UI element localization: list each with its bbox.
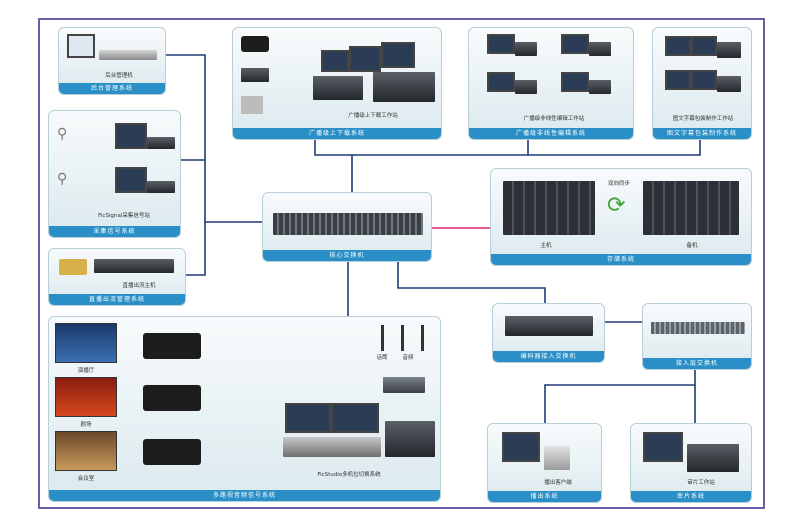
caption-bar: 审片系统 xyxy=(631,491,751,502)
broadcast-station-box: 广播级上下载工作站 广播级上下载系统 xyxy=(232,27,442,140)
room-label: 会议室 xyxy=(77,476,95,482)
player-icon xyxy=(241,96,263,114)
monitor-icon xyxy=(487,34,515,54)
monitor-icon xyxy=(502,432,540,462)
workstation-icon xyxy=(544,446,570,470)
switcher-console-icon xyxy=(283,437,381,457)
monitor-icon xyxy=(331,403,379,433)
camera-icon xyxy=(241,36,269,52)
encoder-box: 编码器接入交换机 xyxy=(492,303,605,363)
satellite-icon: ⚲ xyxy=(57,126,68,142)
live-system-box: 演播厅 剧场 会议室 话筒 音频 FicStudio多机位切换系统 多路视音频信… xyxy=(48,316,441,502)
workstation-icon xyxy=(589,42,611,56)
microphone-icon xyxy=(401,325,404,351)
theater-thumb xyxy=(55,377,117,417)
switcher-label: FicStudio多机位切换系统 xyxy=(317,472,381,478)
playout-client-box: 播出客户端 播出系统 xyxy=(487,423,602,503)
sync-icon: ⟳ xyxy=(607,193,626,218)
monitor-icon xyxy=(691,70,717,90)
workstation-icon xyxy=(717,42,741,58)
storage-label-right: 备机 xyxy=(686,243,698,249)
studio-thumb xyxy=(55,323,117,363)
capture-box: ⚲ ⚲ FicSignal采集信号站 采集信号系统 xyxy=(48,110,181,238)
monitor-icon xyxy=(643,432,683,462)
monitor-icon xyxy=(115,123,147,149)
mic-label: 音频 xyxy=(402,355,414,361)
camera-icon xyxy=(143,439,201,465)
workstation-icon xyxy=(515,42,537,56)
microphone-icon xyxy=(421,325,424,351)
workstation-icon xyxy=(589,80,611,94)
packaging-stations-box: 图文字幕包装制作工作站 图文字幕包装制作系统 xyxy=(652,27,752,140)
audio-mixer-icon xyxy=(383,377,425,393)
satellite-icon: ⚲ xyxy=(57,171,68,187)
monitor-icon xyxy=(285,403,331,433)
sync-label: 双向同步 xyxy=(607,181,630,187)
monitor-icon xyxy=(561,34,589,54)
mic-label: 话筒 xyxy=(376,355,388,361)
caption-bar: 核心交换机 xyxy=(263,250,431,261)
device-label: 审片工作站 xyxy=(687,480,715,486)
camera-icon xyxy=(143,385,201,411)
monitor-icon xyxy=(381,42,415,68)
device-label: 播出客户端 xyxy=(544,480,572,486)
workstation-icon xyxy=(515,80,537,94)
admin-station-box: 后台管理机 后台管理系统 xyxy=(58,27,166,95)
folder-icon xyxy=(59,259,87,275)
monitor-icon xyxy=(665,70,691,90)
monitor-icon xyxy=(487,72,515,92)
server-icon xyxy=(147,137,175,149)
storage-server-icon xyxy=(643,181,739,235)
device-label: 直播出流主机 xyxy=(122,283,156,289)
device-label: 图文字幕包装制作工作站 xyxy=(672,116,734,122)
server-icon xyxy=(385,421,435,457)
microphone-icon xyxy=(381,325,384,351)
monitor-icon xyxy=(321,50,349,72)
storage-server-icon xyxy=(503,181,595,235)
deck-icon xyxy=(241,68,269,82)
room-label: 剧场 xyxy=(80,422,92,428)
caption-bar: 接入层交换机 xyxy=(643,358,751,369)
caption-bar: 广播级上下载系统 xyxy=(233,128,441,139)
server-icon xyxy=(99,50,157,60)
camera-icon xyxy=(143,333,201,359)
server-icon xyxy=(373,72,435,102)
switch-icon xyxy=(273,213,423,235)
device-label: FicSignal采集信号站 xyxy=(98,213,150,219)
review-client-box: 审片工作站 审片系统 xyxy=(630,423,752,503)
room-label: 演播厅 xyxy=(77,368,95,374)
workstation-icon xyxy=(717,76,741,92)
meeting-room-thumb xyxy=(55,431,117,471)
server-icon xyxy=(94,259,174,273)
encoder-icon xyxy=(505,316,593,336)
caption-bar: 编码器接入交换机 xyxy=(493,351,604,362)
monitor-icon xyxy=(67,34,95,58)
device-label: 广播级非线性编辑工作站 xyxy=(523,116,585,122)
storage-label-left: 主机 xyxy=(540,243,552,249)
access-switch-box: 接入层交换机 xyxy=(642,303,752,370)
monitor-icon xyxy=(561,72,589,92)
caption-bar: 图文字幕包装制作系统 xyxy=(653,128,751,139)
device-label: 后台管理机 xyxy=(105,73,133,79)
caption-bar: 广播级非线性编辑系统 xyxy=(469,128,633,139)
editing-stations-box: 广播级非线性编辑工作站 广播级非线性编辑系统 xyxy=(468,27,634,140)
monitor-icon xyxy=(691,36,717,56)
caption-bar: 直播出流管理系统 xyxy=(49,294,185,305)
server-icon xyxy=(147,181,175,193)
streaming-box: 直播出流主机 直播出流管理系统 xyxy=(48,248,186,306)
device-label: 广播级上下载工作站 xyxy=(348,113,398,119)
caption-bar: 后台管理系统 xyxy=(59,83,165,94)
server-icon xyxy=(687,444,739,472)
caption-bar: 多路视音频信号系统 xyxy=(49,490,440,501)
caption-bar: 采集信号系统 xyxy=(49,226,180,237)
workstation-icon xyxy=(313,76,363,100)
monitor-icon xyxy=(665,36,691,56)
monitor-icon xyxy=(349,46,381,72)
caption-bar: 存储系统 xyxy=(491,254,751,265)
caption-bar: 播出系统 xyxy=(488,491,601,502)
core-switch-box: 核心交换机 xyxy=(262,192,432,262)
switch-icon xyxy=(651,322,745,334)
storage-box: 双向同步 ⟳ 主机 备机 存储系统 xyxy=(490,168,752,266)
monitor-icon xyxy=(115,167,147,193)
